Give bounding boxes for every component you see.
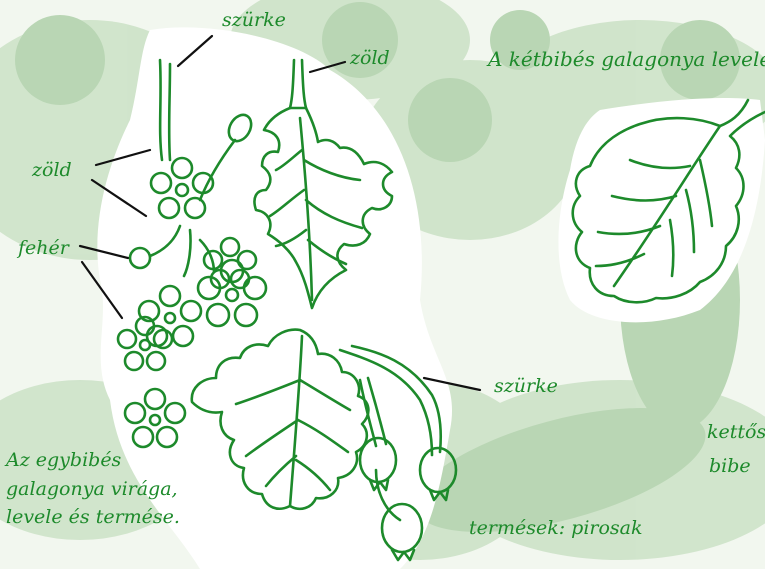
lower-leaf bbox=[192, 330, 369, 509]
fruit-1 bbox=[420, 448, 456, 492]
label-sepal-green: zöld bbox=[32, 160, 72, 182]
right-leaf bbox=[573, 100, 765, 302]
fruit-3 bbox=[382, 504, 422, 552]
label-double-style-2: bibe bbox=[709, 456, 751, 478]
green-stem bbox=[290, 60, 306, 108]
main-caption-line-2: galagonya virága, bbox=[6, 475, 180, 504]
upper-leaf bbox=[254, 108, 392, 308]
fruit-2 bbox=[360, 438, 396, 482]
main-caption: Az egybibés galagonya virága, levele és … bbox=[6, 446, 180, 532]
label-petal-white: fehér bbox=[18, 238, 69, 260]
label-fruit-stalk-grey: szürke bbox=[494, 376, 558, 398]
grey-stem bbox=[160, 60, 170, 160]
leaf-caption: A kétbibés galagonya levele. bbox=[488, 48, 765, 71]
leader-lines bbox=[80, 36, 480, 390]
main-caption-line-3: levele és termése. bbox=[6, 503, 180, 532]
label-fruits-red: termések: pirosak bbox=[469, 518, 643, 540]
label-double-style-1: kettős bbox=[707, 422, 765, 444]
label-stem-green: zöld bbox=[350, 48, 390, 70]
label-stem-grey: szürke bbox=[222, 10, 286, 32]
main-caption-line-1: Az egybibés bbox=[6, 446, 180, 475]
